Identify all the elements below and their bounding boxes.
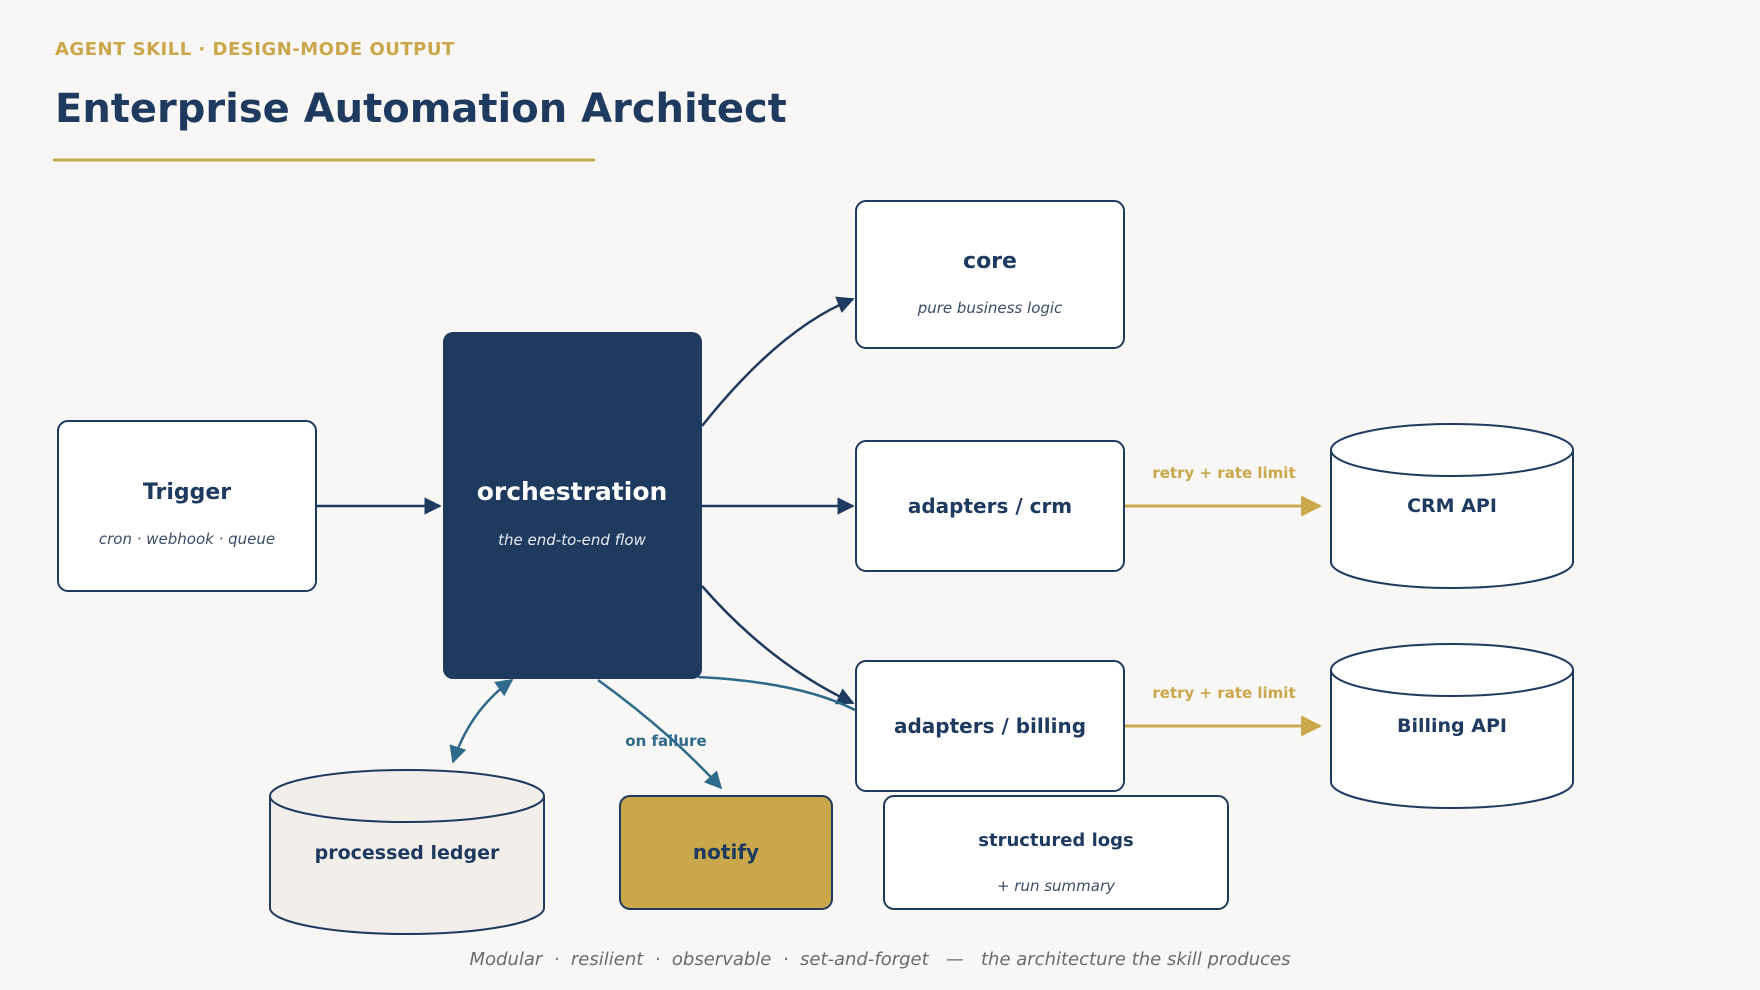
edge-orchestration-logs [697,675,856,712]
billing-retry-label: retry + rate limit [1152,684,1295,702]
edge-orchestration-core [701,296,855,427]
trigger-subtitle: cron · webhook · queue [99,530,275,548]
on-failure-label: on failure [625,732,706,750]
edges [316,296,1323,790]
orchestration-title: orchestration [477,477,668,506]
adapters-billing-title: adapters / billing [894,714,1086,738]
crm-api-title: CRM API [1407,495,1497,517]
notify-title: notify [693,840,759,864]
ledger-title: processed ledger [315,842,500,864]
node-crm-api: CRM API [1330,423,1574,589]
crm-retry-label: retry + rate limit [1152,464,1295,482]
billing-api-title: Billing API [1397,715,1507,737]
node-structured-logs: structured logs + run summary [883,795,1229,910]
node-processed-ledger: processed ledger [269,769,545,935]
node-orchestration: orchestration the end-to-end flow [443,332,702,679]
logs-title: structured logs [978,830,1133,851]
logs-subtitle: + run summary [997,877,1116,895]
orchestration-subtitle: the end-to-end flow [498,531,646,549]
node-billing-api: Billing API [1330,643,1574,809]
node-adapters-billing: adapters / billing [855,660,1125,792]
core-subtitle: pure business logic [917,299,1063,317]
edge-orchestration-billing [701,585,855,705]
footer-caption: Modular · resilient · observable · set-a… [469,949,1290,970]
node-trigger: Trigger cron · webhook · queue [57,420,317,592]
adapters-crm-title: adapters / crm [908,494,1072,518]
node-adapters-crm: adapters / crm [855,440,1125,572]
core-title: core [963,249,1017,274]
edge-orchestration-notify [597,678,723,790]
node-notify: notify [619,795,833,910]
node-core: core pure business logic [855,200,1125,349]
eyebrow-label: AGENT SKILL · DESIGN-MODE OUTPUT [55,39,455,60]
page-title: Enterprise Automation Architect [55,86,787,132]
trigger-title: Trigger [143,480,231,505]
edge-orchestration-ledger [449,678,514,764]
